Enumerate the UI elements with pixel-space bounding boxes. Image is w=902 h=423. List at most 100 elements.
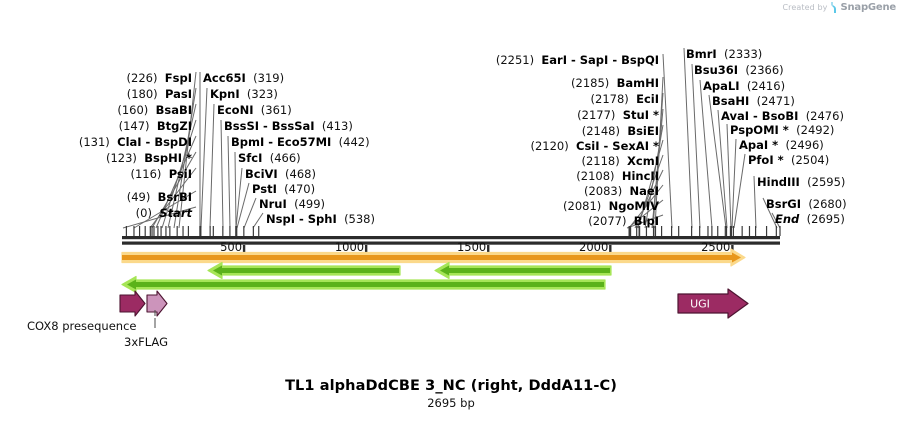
enzyme-name: ApaLI [703,79,740,93]
enzyme-label[interactable]: Bsu36I (2366) [694,63,784,77]
enzyme-name: PfoI * [748,153,784,167]
enzyme-label[interactable]: ApaI * (2496) [739,138,824,152]
enzyme-name: BpmI - Eco57MI [231,135,332,149]
enzyme-name: BamHI [616,76,659,90]
enzyme-label[interactable]: BciVI (468) [245,167,316,181]
enzyme-label[interactable]: NruI (499) [259,197,325,211]
enzyme-label[interactable]: BsaHI (2471) [712,94,795,108]
enzyme-label[interactable]: BmrI (2333) [686,47,762,61]
enzyme-name: BspHI * [144,151,192,165]
enzyme-name: NaeI [629,184,659,198]
enzyme-name: NruI [259,197,287,211]
feature-arrow-3xflag[interactable] [146,290,168,317]
enzyme-label[interactable]: (123) BspHI * [106,151,192,165]
feature-arrow-green-1[interactable] [207,261,401,280]
enzyme-label[interactable]: (2120) CsiI - SexAI * [530,139,659,153]
enzyme-cut-position: (160) [117,103,149,117]
enzyme-name: BsrGI [766,197,801,211]
ruler-tick-label: 1000 [334,240,365,254]
enzyme-label[interactable]: NspI - SphI (538) [266,212,375,226]
feature-label-ugi: UGI [690,298,710,311]
enzyme-label[interactable]: (49) BsrBI [127,190,192,204]
feature-arrow-green-2[interactable] [434,261,612,280]
enzyme-name: BsrBI [157,190,192,204]
enzyme-cut-position: (2077) [588,214,627,228]
enzyme-label[interactable]: PfoI * (2504) [748,153,829,167]
enzyme-label[interactable]: PstI (470) [252,182,315,196]
enzyme-cut-position: (2120) [530,139,569,153]
enzyme-label[interactable]: (2177) StuI * [577,108,659,122]
enzyme-label[interactable]: SfcI (466) [238,151,301,165]
enzyme-label[interactable]: (2083) NaeI [584,184,659,198]
enzyme-cut-position: (2492) [796,123,835,137]
enzyme-name: BsaBI [155,103,192,117]
enzyme-label[interactable]: End (2695) [775,212,845,226]
enzyme-name: EcoNI [217,103,254,117]
leader-lines-right-outer [683,47,781,229]
enzyme-cut-position: (123) [105,151,137,165]
enzyme-label[interactable]: (2148) BsiEI [582,124,659,138]
enzyme-label[interactable]: (2178) EciI [591,92,659,106]
enzyme-label[interactable]: (2118) XcmI [581,154,659,168]
enzyme-name: FspI [164,71,192,85]
ruler-tick-label: 500 [220,240,243,254]
enzyme-name: BciVI [245,167,278,181]
enzyme-cut-position: (442) [338,135,370,149]
enzyme-cut-position: (2595) [807,175,846,189]
enzyme-cut-position: (2081) [563,199,602,213]
enzyme-label[interactable]: (226) FspI [127,71,192,85]
enzyme-cut-position: (226) [126,71,158,85]
credit-brand: SnapGene [840,2,896,13]
feature-arrow-green-3[interactable] [121,275,606,294]
enzyme-label[interactable]: (131) ClaI - BspDI [79,135,192,149]
enzyme-label[interactable]: (2081) NgoMIV [563,199,659,213]
enzyme-label[interactable]: (2185) BamHI [571,76,659,90]
enzyme-label[interactable]: BpmI - Eco57MI (442) [231,135,370,149]
enzyme-cut-position: (499) [294,197,326,211]
enzyme-cut-position: (116) [130,167,162,181]
enzyme-label[interactable]: AvaI - BsoBI (2476) [721,109,844,123]
ruler-bar [122,236,780,245]
enzyme-cut-position: (538) [344,212,375,226]
enzyme-label[interactable]: (2077) BlpI [588,214,659,228]
feature-caption: 3xFLAG [124,335,168,349]
enzyme-cut-position: (0) [135,206,152,220]
enzyme-cut-position: (2178) [590,92,629,106]
enzyme-label[interactable]: BssSI - BssSaI (413) [224,119,353,133]
credit-prefix: Created by [782,3,828,12]
enzyme-label[interactable]: ApaLI (2416) [703,79,785,93]
enzyme-cut-position: (470) [284,182,316,196]
enzyme-cut-position: (2185) [571,76,610,90]
enzyme-name: CsiI - SexAI * [576,139,659,153]
enzyme-label[interactable]: KpnI (323) [210,87,278,101]
feature-arrow-cox8-presequence[interactable] [119,290,146,317]
enzyme-cut-position: (2251) [495,53,535,67]
enzyme-label[interactable]: BsrGI (2680) [766,197,847,211]
enzyme-label[interactable]: PspOMI * (2492) [730,123,834,137]
enzyme-label[interactable]: EcoNI (361) [217,103,292,117]
enzyme-label[interactable]: (2251) EarI - SapI - BspQI [496,53,659,67]
enzyme-label[interactable]: Acc65I (319) [203,71,284,85]
enzyme-name: XcmI [627,154,659,168]
sequence-length: 2695 bp [427,396,475,410]
feature-arrow-orange-cds[interactable] [121,248,746,267]
enzyme-label[interactable]: HindIII (2595) [757,175,845,189]
enzyme-label[interactable]: (160) BsaBI [117,103,192,117]
enzyme-cut-position: (2177) [577,108,616,122]
enzyme-cut-position: (49) [126,190,151,204]
enzyme-name: PstI [252,182,277,196]
feature-arrow-ugi[interactable]: UGI [677,288,749,319]
enzyme-label[interactable]: (147) BtgZI [119,119,192,133]
enzyme-cut-position: (466) [269,151,301,165]
enzyme-name: AvaI - BsoBI [721,109,799,123]
enzyme-cut-position: (2504) [790,153,830,167]
dna-logo-icon [831,2,837,13]
enzyme-label[interactable]: (2108) HincII [576,169,659,183]
enzyme-name: EarI - SapI - BspQI [541,53,659,67]
enzyme-name: BsiEI [627,124,659,138]
enzyme-name: PsiI [168,167,192,181]
enzyme-label[interactable]: (0) Start [136,206,192,220]
enzyme-label[interactable]: (116) PsiI [130,167,192,181]
enzyme-label[interactable]: (180) PasI [127,87,192,101]
